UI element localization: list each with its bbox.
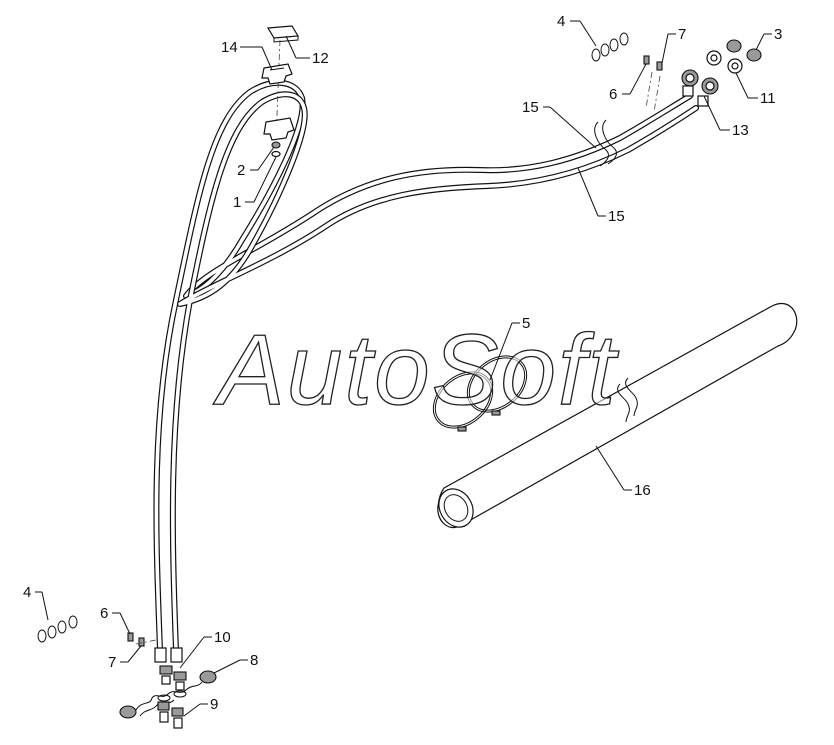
callout-labels: 14 12 2 1 4 7 6 3 11 13 15 15 5 16 4 6 7… [23,13,782,713]
tag-7-top [656,61,663,71]
fitting-13 [681,69,719,107]
callout-8: 8 [250,652,258,669]
callout-6-bottom: 6 [100,605,108,622]
o-rings-4-top [591,32,629,62]
callout-10: 10 [214,629,231,646]
watermark-text: AutoSoft [213,314,620,426]
clamp-lower [263,117,295,141]
callout-4-bottom: 4 [23,584,31,601]
callout-9: 9 [210,696,218,713]
callout-7-top: 7 [678,26,686,43]
nut-11 [706,50,743,74]
protective-sleeve-16 [437,303,798,529]
callout-16: 16 [634,482,651,499]
callout-6-top: 6 [609,86,617,103]
tag-6-top [643,55,650,65]
hose-clamp-5 [432,355,528,432]
callout-7-bottom: 7 [108,654,116,671]
callout-1: 1 [233,194,241,211]
leader-lines [35,20,772,717]
callout-11: 11 [760,90,776,107]
bracket-12 [266,25,300,43]
callout-15-top: 15 [522,99,539,116]
callout-15-bottom: 15 [608,208,625,225]
callout-14: 14 [221,39,238,56]
callout-2: 2 [237,162,245,179]
callout-4-top: 4 [557,13,565,30]
tag-6-bottom [127,632,134,642]
o-rings-4-bottom [37,615,78,643]
callout-13: 13 [732,122,749,139]
plug-chain-8 [119,670,217,719]
callout-5: 5 [522,315,530,332]
callout-12: 12 [312,50,329,67]
coupling-9 [157,701,184,729]
nut-2 [271,141,281,149]
washer-1 [271,150,281,158]
hose-assembly [153,79,699,653]
watermark: AutoSoft [212,313,620,426]
tag-7-bottom [138,637,145,647]
coupling-10 [159,665,187,691]
cap-3 [726,39,762,62]
hose-end-fittings [154,647,183,663]
clamp-14 [261,63,293,85]
callout-3: 3 [774,26,782,43]
